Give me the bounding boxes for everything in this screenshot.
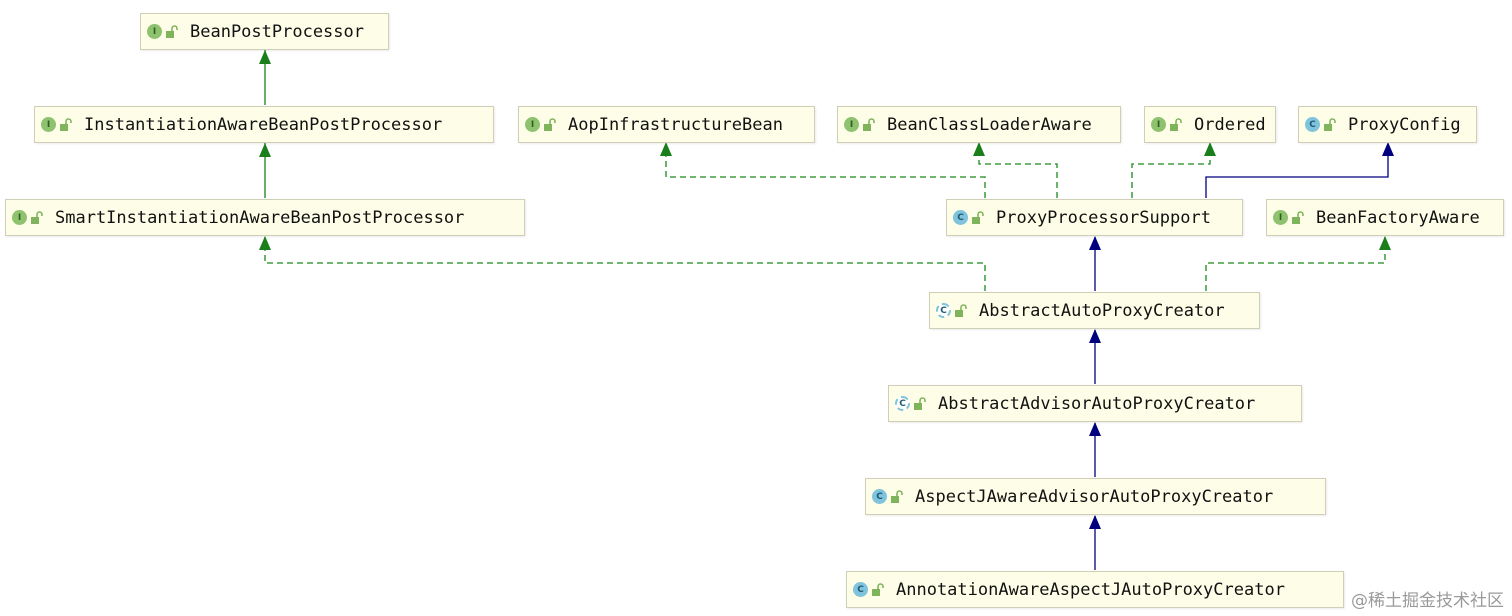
node-label: ProxyProcessorSupport <box>996 207 1211 228</box>
node-label: BeanClassLoaderAware <box>887 114 1092 135</box>
arrowhead <box>1089 515 1101 529</box>
arrowhead <box>1379 236 1391 250</box>
node-bean-post-processor[interactable]: I BeanPostProcessor <box>140 13 389 50</box>
node-label: Ordered <box>1194 114 1266 135</box>
unlock-icon <box>1292 210 1304 224</box>
node-label: SmartInstantiationAwareBeanPostProcessor <box>55 207 465 228</box>
edge-proxy-processor-support-to-proxy-config <box>1205 144 1389 198</box>
arrowhead <box>1089 422 1101 436</box>
edge-abstract-auto-proxy-creator-to-smart-instantiation-aware <box>264 237 986 291</box>
class-icon: C <box>1305 117 1320 132</box>
unlock-icon <box>1324 117 1336 131</box>
class-icon: C <box>853 582 868 597</box>
abstract-class-icon: C <box>895 396 910 411</box>
interface-icon: I <box>41 117 56 132</box>
unlock-icon <box>914 396 926 410</box>
arrowhead <box>259 143 271 157</box>
node-bean-class-loader-aware[interactable]: I BeanClassLoaderAware <box>837 106 1121 143</box>
unlock-icon <box>955 303 967 317</box>
edge-proxy-processor-support-to-bean-class-loader-aware <box>978 144 1058 198</box>
arrowhead <box>973 142 985 156</box>
arrowhead <box>660 142 672 156</box>
arrowhead <box>259 50 271 64</box>
node-abstract-advisor-auto-proxy-creator[interactable]: C AbstractAdvisorAutoProxyCreator <box>888 385 1302 422</box>
interface-icon: I <box>525 117 540 132</box>
interface-icon: I <box>147 24 162 39</box>
arrowhead <box>259 236 271 250</box>
node-label: BeanPostProcessor <box>190 21 364 42</box>
unlock-icon <box>872 582 884 596</box>
node-aspectj-aware-advisor-auto-proxy-creator[interactable]: C AspectJAwareAdvisorAutoProxyCreator <box>865 478 1326 515</box>
interface-icon: I <box>1273 210 1288 225</box>
unlock-icon <box>31 210 43 224</box>
unlock-icon <box>863 117 875 131</box>
arrowhead <box>1089 236 1101 250</box>
node-abstract-auto-proxy-creator[interactable]: C AbstractAutoProxyCreator <box>929 292 1260 329</box>
node-proxy-config[interactable]: C ProxyConfig <box>1298 106 1477 143</box>
unlock-icon <box>891 489 903 503</box>
node-bean-factory-aware[interactable]: I BeanFactoryAware <box>1266 199 1504 236</box>
node-label: InstantiationAwareBeanPostProcessor <box>84 114 443 135</box>
unlock-icon <box>972 210 984 224</box>
abstract-class-icon: C <box>936 303 951 318</box>
edge-proxy-processor-support-to-aop-infrastructure-bean <box>665 144 986 198</box>
node-proxy-processor-support[interactable]: C ProxyProcessorSupport <box>946 199 1243 236</box>
node-ordered[interactable]: I Ordered <box>1144 106 1276 143</box>
node-label: BeanFactoryAware <box>1316 207 1480 228</box>
class-icon: C <box>872 489 887 504</box>
unlock-icon <box>544 117 556 131</box>
interface-icon: I <box>12 210 27 225</box>
edge-proxy-processor-support-to-ordered <box>1131 144 1211 198</box>
arrowhead <box>1204 142 1216 156</box>
unlock-icon <box>166 24 178 38</box>
edge-abstract-auto-proxy-creator-to-bean-factory-aware <box>1205 237 1386 291</box>
interface-icon: I <box>1151 117 1166 132</box>
arrowhead <box>1089 329 1101 343</box>
class-icon: C <box>953 210 968 225</box>
node-annotation-aware-aspectj-auto-proxy-creator[interactable]: C AnnotationAwareAspectJAutoProxyCreator <box>846 571 1344 608</box>
unlock-icon <box>60 117 72 131</box>
node-label: ProxyConfig <box>1348 114 1461 135</box>
arrowhead <box>1382 142 1394 156</box>
watermark-text: @稀土掘金技术社区 <box>1351 591 1504 611</box>
node-instantiation-aware-bean-post-processor[interactable]: I InstantiationAwareBeanPostProcessor <box>34 106 494 143</box>
node-label: AspectJAwareAdvisorAutoProxyCreator <box>915 486 1274 507</box>
node-aop-infrastructure-bean[interactable]: I AopInfrastructureBean <box>518 106 815 143</box>
node-smart-instantiation-aware-bean-post-processor[interactable]: I SmartInstantiationAwareBeanPostProcess… <box>5 199 525 236</box>
node-label: AnnotationAwareAspectJAutoProxyCreator <box>896 579 1285 600</box>
node-label: AopInfrastructureBean <box>568 114 783 135</box>
interface-icon: I <box>844 117 859 132</box>
node-label: AbstractAdvisorAutoProxyCreator <box>938 393 1256 414</box>
node-label: AbstractAutoProxyCreator <box>979 300 1225 321</box>
unlock-icon <box>1170 117 1182 131</box>
